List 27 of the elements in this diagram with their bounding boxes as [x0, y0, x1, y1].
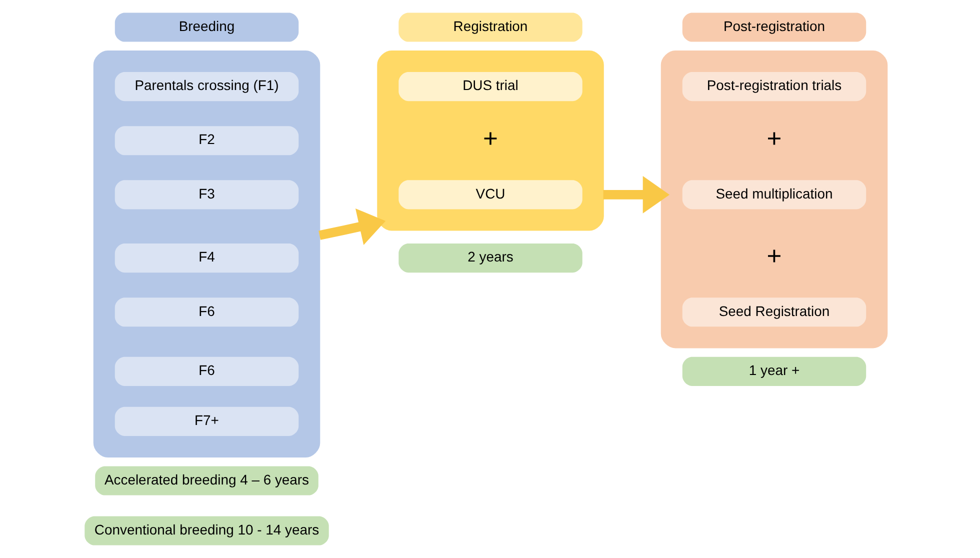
node-box: Conventional breeding 10 - 14 years	[84, 516, 328, 546]
node-box: F6	[114, 298, 298, 327]
cluster	[376, 50, 604, 231]
label: +	[482, 125, 498, 154]
node-box: Parentals crossing (F1)	[114, 72, 298, 102]
node-box: Seed Registration	[682, 298, 866, 327]
node-box: Seed multiplication	[682, 180, 866, 210]
node-box: Breeding	[114, 12, 298, 42]
arrow	[318, 208, 386, 246]
label: +	[766, 125, 782, 154]
node-box: Post-registration trials	[682, 72, 866, 102]
node-box: F2	[114, 126, 298, 156]
node-box: Post-registration	[682, 12, 866, 42]
node-box: 1 year +	[682, 356, 866, 386]
node-box: DUS trial	[398, 72, 582, 102]
node-box: F7+	[114, 406, 298, 436]
node-box: F3	[114, 180, 298, 210]
node-box: 2 years	[398, 244, 582, 273]
node-box: F4	[114, 244, 298, 273]
cluster	[92, 50, 320, 458]
node-box: VCU	[398, 180, 582, 210]
arrow	[602, 176, 670, 214]
node-box: Registration	[398, 12, 582, 42]
cluster	[660, 50, 888, 348]
node-box: Accelerated breeding 4 – 6 years	[94, 466, 318, 496]
label: +	[766, 242, 782, 271]
node-box: F6	[114, 356, 298, 386]
